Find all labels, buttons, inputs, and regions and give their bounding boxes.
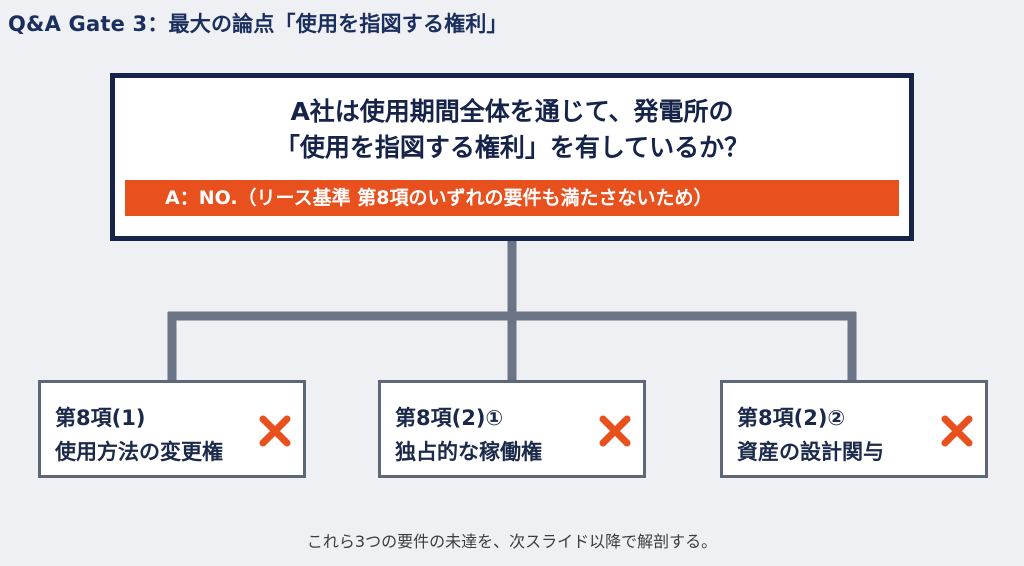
- requirement-desc: 使用方法の変更権: [55, 440, 223, 464]
- cross-icon: [941, 415, 973, 447]
- requirement-box-8-1: 第8項(1) 使用方法の変更権: [38, 380, 306, 478]
- footer-note: これら3つの要件の未達を、次スライド以降で解剖する。: [306, 532, 718, 551]
- answer-bar: A：NO.（リース基準 第8項のいずれの要件も満たさないため）: [125, 180, 899, 216]
- requirement-desc: 資産の設計関与: [737, 440, 884, 464]
- requirement-label: 第8項(2)①: [395, 406, 504, 430]
- cross-icon: [599, 415, 631, 447]
- requirement-box-8-2-2: 第8項(2)② 資産の設計関与: [720, 380, 988, 478]
- requirement-label: 第8項(1): [55, 406, 146, 430]
- requirement-label: 第8項(2)②: [737, 406, 846, 430]
- requirement-text: 第8項(2)② 資産の設計関与: [737, 401, 884, 469]
- cross-icon: [259, 415, 291, 447]
- question-text: A社は使用期間全体を通じて、発電所の 「使用を指図する権利」を有しているか？: [115, 94, 909, 166]
- page-title: Q&A Gate 3：最大の論点「使用を指図する権利」: [8, 12, 508, 36]
- requirement-box-8-2-1: 第8項(2)① 独占的な稼働権: [378, 380, 646, 478]
- requirement-text: 第8項(2)① 独占的な稼働権: [395, 401, 542, 469]
- requirement-desc: 独占的な稼働権: [395, 440, 542, 464]
- question-line-1: A社は使用期間全体を通じて、発電所の: [290, 97, 734, 126]
- question-box: A社は使用期間全体を通じて、発電所の 「使用を指図する権利」を有しているか？ A…: [110, 73, 914, 241]
- requirement-text: 第8項(1) 使用方法の変更権: [55, 401, 223, 469]
- question-line-2: 「使用を指図する権利」を有しているか？: [274, 133, 750, 162]
